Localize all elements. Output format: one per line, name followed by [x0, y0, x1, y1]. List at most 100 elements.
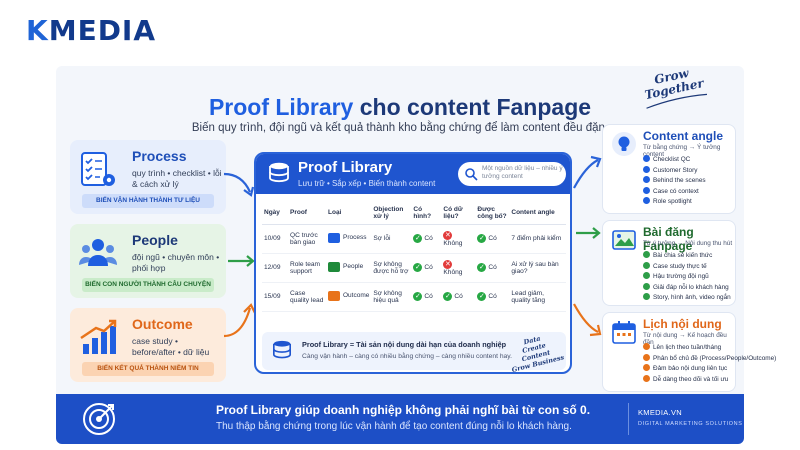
content-angle-card: Content angle Từ bằng chứng → Ý tưởng co…	[602, 124, 736, 214]
process-desc: quy trình • checklist • lỗi & cách xử lý	[132, 168, 222, 189]
arrow-outcome	[223, 303, 256, 338]
list-item: Case study thực tế	[643, 261, 731, 273]
table-header-row: Ngày Proof Loại Objection xử lý Có hình?…	[262, 202, 566, 225]
people-tag: BIẾN CON NGƯỜI THÀNH CÂU CHUYỆN	[82, 278, 214, 292]
list-item: Giải đáp nỗi lo khách hàng	[643, 282, 731, 294]
cell-proof: QC trước bàn giao	[288, 224, 326, 254]
outcome-card: Outcome case study • before/after • dữ l…	[70, 308, 226, 382]
calendar-desc: Từ nội dung → Kế hoạch đều đặn	[643, 332, 727, 346]
check-icon: ✓	[477, 263, 487, 272]
column-header: Proof	[288, 202, 326, 225]
list-item: Customer Story	[643, 165, 706, 177]
library-search[interactable]: Một nguồn dữ liệu – nhiều ý tưởng conten…	[458, 162, 566, 186]
cross-icon: ✕	[443, 230, 453, 240]
content-angle-list: Checklist QC Customer Story Behind the s…	[643, 155, 706, 208]
check-icon: ✓	[477, 234, 487, 243]
column-header: Content angle	[509, 202, 566, 225]
calendar-list: Lên lịch theo tuần/tháng Phân bổ chủ đề …	[643, 343, 776, 385]
table-row[interactable]: 12/09 Role team support People Sợ không …	[262, 253, 566, 283]
cell-objection: Sợ lỗi	[371, 224, 412, 254]
banner-site: KMEDIA.VN	[638, 408, 682, 417]
list-item: Hậu trường đội ngũ	[643, 272, 731, 283]
cell-proof: Case quality lead	[288, 282, 326, 312]
cell-image: ✓Có	[411, 224, 442, 254]
calendar-icon	[612, 321, 636, 344]
table-row[interactable]: 15/09 Case quality lead Outcome Sợ không…	[262, 282, 566, 312]
arrow-fanpage	[576, 227, 601, 239]
cell-objection: Sợ không được hỗ trợ	[371, 253, 412, 283]
outcome-desc: case study • before/after • dữ liệu	[132, 336, 210, 357]
library-title: Proof Library	[298, 159, 393, 176]
note-title: Proof Library = Tài sản nội dung dài hạn…	[302, 340, 507, 349]
outcome-type-icon	[328, 290, 340, 301]
calendar-card: Lịch nội dung Từ nội dung → Kế hoạch đều…	[602, 312, 776, 392]
content-angle-title: Content angle	[643, 129, 723, 143]
cell-published: ✓Có	[475, 253, 510, 283]
arrow-people	[228, 255, 255, 267]
column-header: Loại	[326, 202, 372, 225]
cell-type: Outcome	[326, 282, 372, 312]
search-text: Một nguồn dữ liệu – nhiều ý tưởng conten…	[482, 165, 563, 180]
cell-published: ✓Có	[475, 282, 510, 312]
database-icon	[269, 162, 289, 183]
arrow-process	[223, 172, 255, 197]
page-title: Proof Library cho content Fanpage	[208, 94, 592, 120]
process-type-icon	[328, 232, 340, 243]
list-item: Behind the scenes	[643, 176, 706, 187]
banner-tagline: DIGITAL MARKETING SOLUTIONS	[638, 421, 743, 427]
list-item: Phân bổ chủ đề (Process/People/Outcome)	[643, 353, 776, 365]
calendar-title: Lịch nội dung	[643, 317, 722, 331]
cell-objection: Sợ không hiệu quả	[371, 282, 412, 312]
fanpage-desc: Từ ý tưởng → Nội dung thu hút	[643, 240, 733, 247]
column-header: Ngày	[262, 202, 288, 225]
cell-data: ✕Không	[441, 253, 476, 283]
cell-type: Process	[326, 224, 372, 254]
cell-data: ✕Không	[441, 224, 476, 254]
fanpage-list: Bài chia sẻ kiến thức Case study thực tế…	[643, 251, 731, 304]
people-group-icon	[79, 239, 117, 266]
table-row[interactable]: 10/09 QC trước bàn giao Process Sợ lỗi ✓…	[262, 224, 566, 254]
cell-image: ✓Có	[411, 253, 442, 283]
cell-type: People	[326, 253, 372, 283]
cell-date: 10/09	[262, 224, 288, 254]
banner-divider	[628, 403, 629, 435]
cross-icon: ✕	[443, 259, 453, 269]
fanpage-card: Bài đăng Fanpage Từ ý tưởng → Nội dung t…	[602, 220, 736, 306]
list-item: Case có context	[643, 186, 706, 198]
cell-data: ✓Có	[441, 282, 476, 312]
list-item: Bài chia sẻ kiến thức	[643, 251, 731, 262]
database-icon	[273, 340, 291, 359]
cell-image: ✓Có	[411, 282, 442, 312]
people-card: People đội ngũ • chuyên môn • phối hợp B…	[70, 224, 226, 298]
content-angle-desc: Từ bằng chứng → Ý tưởng content	[643, 144, 721, 158]
list-item: Lên lịch theo tuần/tháng	[643, 343, 776, 354]
column-header: Có hình?	[411, 202, 442, 225]
arrow-calendar	[573, 303, 602, 337]
people-type-icon	[328, 261, 340, 272]
library-note: Proof Library = Tài sản nội dung dài hạn…	[262, 332, 566, 372]
lightbulb-icon	[612, 132, 636, 156]
column-header: Có dữ liệu?	[441, 202, 476, 225]
search-icon	[465, 168, 478, 181]
check-icon: ✓	[413, 292, 423, 301]
brand-logo: KMEDIA	[26, 14, 157, 47]
post-image-icon	[612, 230, 636, 250]
library-subtitle: Lưu trữ • Sắp xếp • Biến thành content	[298, 179, 436, 188]
cell-date: 12/09	[262, 253, 288, 283]
check-icon: ✓	[443, 292, 453, 301]
cell-angle: 7 điểm phải kiểm	[509, 224, 566, 254]
people-title: People	[132, 232, 178, 248]
column-header: Objection xử lý	[371, 202, 412, 225]
library-header: Proof Library Lưu trữ • Sắp xếp • Biến t…	[256, 154, 570, 194]
page-subtitle: Biến quy trình, đội ngũ và kết quả thành…	[191, 122, 609, 134]
check-icon: ✓	[477, 292, 487, 301]
process-title: Process	[132, 148, 187, 164]
cell-angle: Ai xử lý sau bàn giao?	[509, 253, 566, 283]
banner-headline: Proof Library giúp doanh nghiệp không ph…	[216, 403, 591, 417]
proof-table: Ngày Proof Loại Objection xử lý Có hình?…	[262, 202, 566, 312]
list-item: Story, hình ảnh, video ngắn	[643, 293, 731, 304]
fanpage-title: Bài đăng Fanpage	[643, 225, 694, 253]
column-header: Được công bố?	[475, 202, 510, 225]
growth-chart-icon	[80, 319, 117, 354]
